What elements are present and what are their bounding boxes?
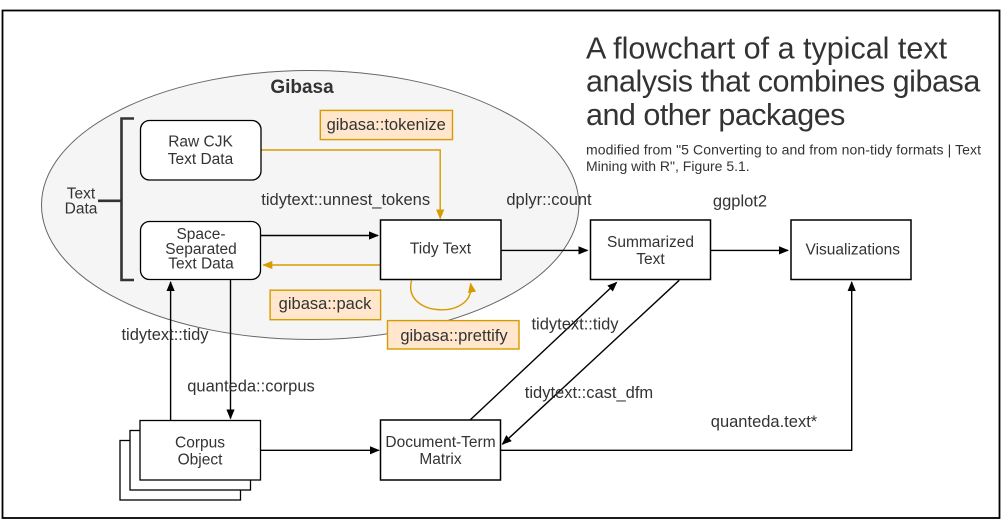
svg-text:gibasa::prettify: gibasa::prettify xyxy=(400,327,508,345)
svg-text:analysis that combines gibasa: analysis that combines gibasa xyxy=(586,65,980,99)
svg-text:tidytext::tidy: tidytext::tidy xyxy=(121,326,209,344)
svg-text:Visualizations: Visualizations xyxy=(806,241,901,258)
svg-text:Summarized: Summarized xyxy=(607,234,694,251)
svg-text:Document-Term: Document-Term xyxy=(385,434,495,451)
svg-text:Separated: Separated xyxy=(165,241,237,258)
svg-text:Text: Text xyxy=(636,251,665,268)
svg-text:Text Data: Text Data xyxy=(168,256,234,273)
svg-text:Matrix: Matrix xyxy=(419,451,461,468)
svg-text:Corpus: Corpus xyxy=(175,434,225,451)
svg-text:tidytext::unnest_tokens: tidytext::unnest_tokens xyxy=(261,191,430,209)
svg-text:Text: Text xyxy=(67,186,96,203)
svg-text:Text Data: Text Data xyxy=(168,151,234,168)
svg-text:Gibasa: Gibasa xyxy=(270,77,334,98)
svg-text:Mining with R", Figure 5.1.: Mining with R", Figure 5.1. xyxy=(586,158,750,174)
svg-text:and other packages: and other packages xyxy=(586,98,845,132)
svg-text:modified from "5 Converting to: modified from "5 Converting to and from … xyxy=(586,142,981,158)
svg-text:Data: Data xyxy=(65,201,98,218)
svg-text:Space-: Space- xyxy=(176,226,225,243)
svg-text:gibasa::pack: gibasa::pack xyxy=(279,295,372,313)
svg-text:quanteda.text*: quanteda.text* xyxy=(711,413,818,431)
svg-text:quanteda::corpus: quanteda::corpus xyxy=(187,378,315,396)
svg-text:Tidy Text: Tidy Text xyxy=(410,240,472,257)
svg-text:dplyr::count: dplyr::count xyxy=(506,191,592,209)
svg-text:ggplot2: ggplot2 xyxy=(713,193,767,211)
svg-text:Object: Object xyxy=(178,451,223,468)
svg-text:A flowchart of a typical text: A flowchart of a typical text xyxy=(586,32,948,66)
svg-text:tidytext::tidy: tidytext::tidy xyxy=(531,316,619,334)
svg-text:gibasa::tokenize: gibasa::tokenize xyxy=(327,116,446,134)
svg-text:tidytext::cast_dfm: tidytext::cast_dfm xyxy=(525,384,653,402)
svg-text:Raw CJK: Raw CJK xyxy=(168,134,233,151)
